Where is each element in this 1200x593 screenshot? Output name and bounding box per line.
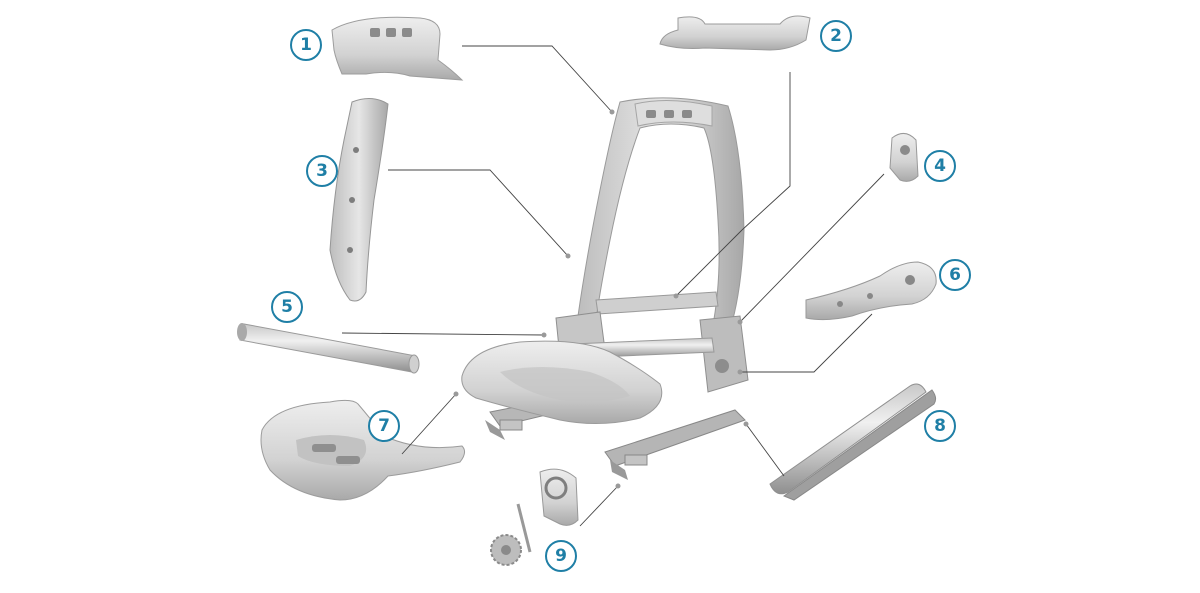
callout-9: 9 bbox=[545, 540, 577, 572]
callout-7-circle bbox=[368, 410, 400, 442]
part-3-side-member bbox=[329, 98, 389, 302]
leader-4-dot bbox=[737, 319, 743, 325]
callout-6-label: 6 bbox=[949, 265, 961, 285]
leader-9 bbox=[579, 485, 619, 527]
seat-back-frame bbox=[577, 97, 745, 331]
leader-6 bbox=[740, 313, 873, 373]
callout-5: 5 bbox=[271, 291, 303, 323]
callout-1-label: 1 bbox=[300, 35, 312, 55]
part-4-bracket bbox=[889, 133, 919, 182]
callout-7: 7 bbox=[368, 410, 400, 442]
callout-4-circle bbox=[924, 150, 956, 182]
leader-lines bbox=[341, 45, 885, 527]
leader-2-dot bbox=[673, 293, 679, 299]
leader-5 bbox=[341, 332, 545, 336]
callout-3-circle bbox=[306, 155, 338, 187]
part-7-seat-cushion-pan bbox=[260, 399, 466, 501]
leader-2 bbox=[741, 72, 791, 231]
callout-8-label: 8 bbox=[934, 416, 946, 436]
part-9-gear-set bbox=[490, 468, 579, 566]
callout-6-circle bbox=[939, 259, 971, 291]
leader-6-dot bbox=[737, 369, 743, 375]
part-2-upper-cross-member bbox=[659, 15, 811, 51]
callout-2-circle bbox=[820, 20, 852, 52]
leader-7-dot bbox=[453, 391, 459, 397]
leader-9-dot bbox=[615, 483, 621, 489]
part-6-recliner-plate bbox=[805, 261, 937, 321]
callout-9-circle bbox=[545, 540, 577, 572]
leader-2b bbox=[675, 229, 743, 297]
callout-1: 1 bbox=[290, 29, 322, 61]
callout-5-label: 5 bbox=[281, 297, 293, 317]
part-1-headrest-top bbox=[331, 16, 464, 81]
leader-8 bbox=[745, 423, 785, 477]
leader-1 bbox=[462, 45, 613, 113]
leader-3 bbox=[388, 169, 569, 257]
callout-4-label: 4 bbox=[934, 156, 946, 176]
callout-3-label: 3 bbox=[316, 161, 328, 181]
leader-1-dot bbox=[609, 109, 615, 115]
leader-3-dot bbox=[565, 253, 571, 259]
leader-7 bbox=[401, 393, 457, 455]
callout-4: 4 bbox=[924, 150, 956, 182]
part-5-tube bbox=[237, 323, 420, 374]
callout-2: 2 bbox=[820, 20, 852, 52]
callout-7-label: 7 bbox=[378, 416, 390, 436]
callout-9-label: 9 bbox=[555, 546, 567, 566]
callout-1-circle bbox=[290, 29, 322, 61]
recliner-bracket-right bbox=[699, 315, 749, 393]
callout-2-label: 2 bbox=[830, 26, 842, 46]
leader-8-dot bbox=[743, 421, 749, 427]
callout-3: 3 bbox=[306, 155, 338, 187]
seat-assembly bbox=[461, 97, 749, 480]
leader-4 bbox=[739, 173, 885, 323]
callout-5-circle bbox=[271, 291, 303, 323]
part-8-slide-rail bbox=[769, 383, 937, 501]
callout-6: 6 bbox=[939, 259, 971, 291]
callout-8-circle bbox=[924, 410, 956, 442]
leader-5-dot bbox=[541, 332, 547, 338]
callout-8: 8 bbox=[924, 410, 956, 442]
